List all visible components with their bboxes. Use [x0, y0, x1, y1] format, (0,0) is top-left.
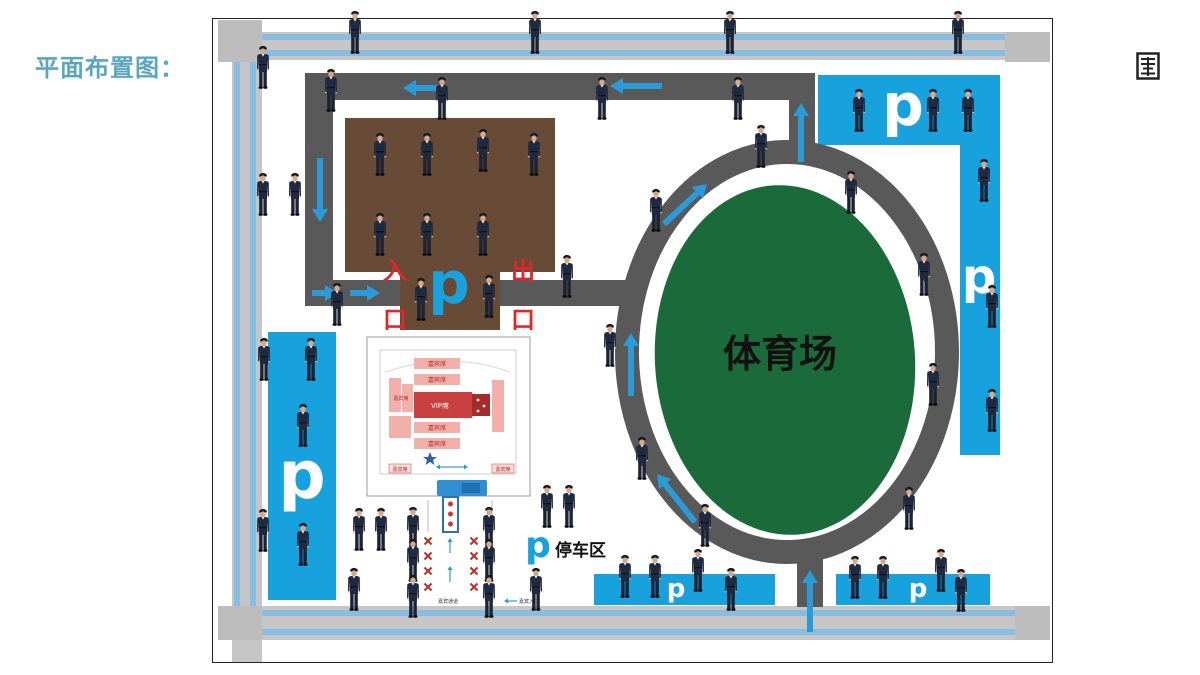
vip-platform	[472, 394, 490, 416]
guest-seat-label: 嘉宾席	[428, 360, 446, 368]
stadium-field	[654, 185, 916, 535]
entrance-label: 入 口	[383, 257, 407, 334]
walkway-label: 嘉宾入口	[519, 598, 539, 605]
guest-seat-block	[414, 374, 460, 385]
exit-label: 出 口	[511, 257, 535, 334]
page-title: 平面布置图：	[35, 54, 185, 82]
guest-seat-label: 嘉宾席	[428, 376, 446, 384]
vip-seat-label: VIP席	[431, 401, 449, 410]
direction-arrow-icon	[610, 78, 662, 94]
barrier-icon	[469, 582, 479, 592]
barrier-icon	[423, 536, 433, 546]
road-corner-bottom-left	[218, 606, 262, 640]
parking-letter: p	[909, 574, 928, 604]
guest-seat-label: 嘉宾席	[428, 440, 446, 448]
legend-text: 停车区	[555, 540, 606, 561]
guest-seat-label: 嘉宾席	[393, 395, 408, 402]
guest-seat-block	[389, 378, 401, 412]
stadium-label: 体育场	[723, 332, 837, 376]
exit-char: 口	[511, 306, 535, 334]
barrier-icon	[469, 566, 479, 576]
direction-arrow-icon	[793, 103, 809, 162]
parking-letter: p	[278, 437, 325, 514]
direction-arrow-icon	[447, 566, 453, 582]
entrance-char: 入	[383, 257, 407, 285]
entrance-char: 口	[383, 306, 407, 334]
direction-arrow-icon	[447, 538, 453, 553]
guest-seat-tag	[388, 463, 412, 474]
guest-seat-block	[389, 416, 411, 438]
guest-seat-label: 嘉宾席	[428, 424, 446, 432]
guest-seat-block	[414, 438, 460, 449]
stage-zone-inner	[379, 349, 517, 475]
vip-seat-block	[414, 392, 472, 418]
security-gate-icon	[442, 496, 459, 533]
guest-seat-tag	[491, 463, 515, 474]
stage-marker-icon	[423, 452, 437, 465]
parking-legend: p 停车区	[525, 525, 606, 566]
road-corner-top-right	[1005, 32, 1050, 62]
direction-arrow-icon	[661, 184, 707, 227]
road-corner-bottom-right	[1015, 606, 1050, 640]
direction-arrow-icon	[452, 464, 468, 470]
legend-parking-letter: p	[525, 525, 551, 566]
direction-arrow-icon	[504, 598, 517, 604]
barrier-layer	[423, 536, 479, 592]
exit-char: 出	[511, 257, 535, 285]
direction-arrow-icon	[350, 285, 380, 301]
barrier-icon	[469, 551, 479, 561]
entry-gate	[427, 480, 493, 533]
stage-area: 嘉宾席 嘉宾席 嘉宾席 VIP席 嘉宾席 嘉宾席 嘉宾席 嘉宾席	[366, 336, 531, 497]
guest-seat-label: 嘉宾席	[392, 466, 407, 473]
guest-seat-block	[492, 380, 504, 432]
parking-letter: p	[667, 574, 686, 604]
direction-arrow-icon	[436, 464, 452, 470]
parking-letter: p	[882, 71, 924, 139]
direction-arrow-icon	[657, 474, 698, 524]
barrier-icon	[423, 566, 433, 576]
guest-seat-block	[414, 422, 460, 433]
road-corner-top-left	[218, 20, 262, 62]
barrier-icon	[423, 551, 433, 561]
corner-logo-icon	[1136, 52, 1160, 80]
walkway-label: 嘉宾通道	[438, 598, 458, 605]
guest-seat-block	[402, 384, 413, 412]
plaza-parking-letter: p	[428, 249, 470, 317]
direction-arrow-icon	[312, 158, 328, 222]
outer-road	[218, 20, 1050, 662]
direction-arrow-icon	[802, 570, 818, 632]
guest-seat-block	[414, 358, 460, 369]
guest-seat-label: 嘉宾席	[495, 466, 510, 473]
direction-arrow-icon	[623, 333, 639, 396]
barrier-icon	[423, 582, 433, 592]
barrier-icon	[469, 536, 479, 546]
